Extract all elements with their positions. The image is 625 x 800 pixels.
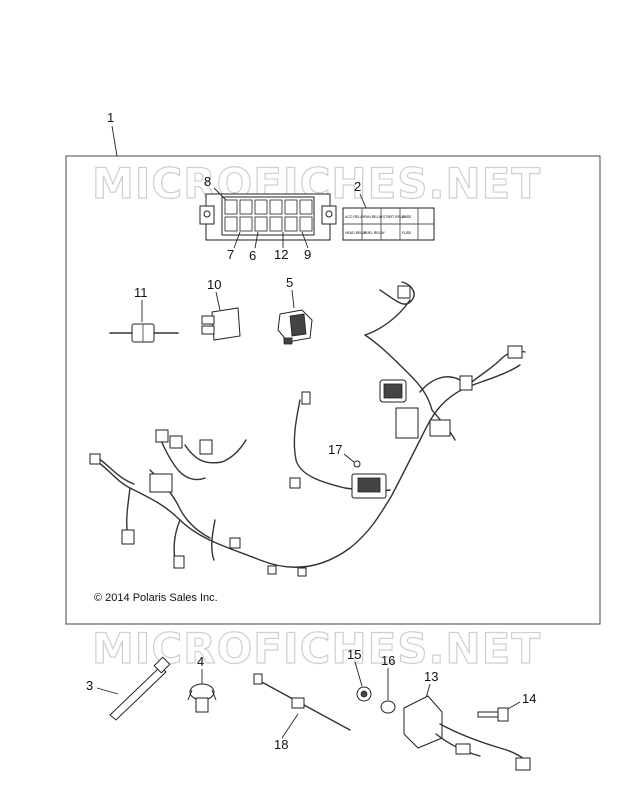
harness-connectors <box>89 285 523 577</box>
relay-cell-7: FUSE <box>402 231 412 235</box>
tie-mount[interactable] <box>253 673 351 731</box>
callout-1[interactable]: 1 <box>107 110 114 125</box>
push-rivet-17[interactable] <box>353 460 361 468</box>
callout-5[interactable]: 5 <box>286 275 293 290</box>
relay-cell-4: HEAD RELAY <box>345 231 368 235</box>
relay-cell-1: ACC RELAY <box>345 215 365 219</box>
callout-7[interactable]: 7 <box>227 247 234 262</box>
callout-17[interactable]: 17 <box>328 442 342 457</box>
fuse-cap[interactable] <box>201 307 241 341</box>
callout-3[interactable]: 3 <box>86 678 93 693</box>
relay-cell-2: FAN RELAY <box>364 215 384 219</box>
callout-16[interactable]: 16 <box>381 653 395 668</box>
relay-cell-3: START RELAY <box>383 215 407 219</box>
bolt[interactable] <box>477 707 509 722</box>
cable-tie[interactable] <box>109 656 171 721</box>
connector-5[interactable] <box>277 309 313 345</box>
grommet[interactable] <box>356 686 372 702</box>
relay-label: ACC RELAY FAN RELAY START RELAY HEAD REL… <box>342 207 435 241</box>
callout-8[interactable]: 8 <box>204 174 211 189</box>
callout-15[interactable]: 15 <box>347 647 361 662</box>
callout-4[interactable]: 4 <box>197 654 204 669</box>
copyright-text: © 2014 Polaris Sales Inc. <box>94 592 218 604</box>
fuse-box[interactable] <box>199 193 337 241</box>
callout-9[interactable]: 9 <box>304 247 311 262</box>
callout-10[interactable]: 10 <box>207 277 221 292</box>
callout-14[interactable]: 14 <box>522 691 536 706</box>
inline-fuse-holder[interactable] <box>109 323 179 343</box>
callout-6[interactable]: 6 <box>249 248 256 263</box>
callout-12[interactable]: 12 <box>274 247 288 262</box>
plug[interactable] <box>380 700 396 714</box>
assembly-frame <box>65 155 601 625</box>
relay-cell-6: FUSE <box>402 215 412 219</box>
callout-2[interactable]: 2 <box>354 179 361 194</box>
callout-18[interactable]: 18 <box>274 737 288 752</box>
callout-11[interactable]: 11 <box>134 285 148 300</box>
callout-13[interactable]: 13 <box>424 669 438 684</box>
relay-cell-5: FUEL RELAY <box>364 231 386 235</box>
relay-harness[interactable] <box>403 695 531 771</box>
harness-clip[interactable] <box>187 683 217 713</box>
